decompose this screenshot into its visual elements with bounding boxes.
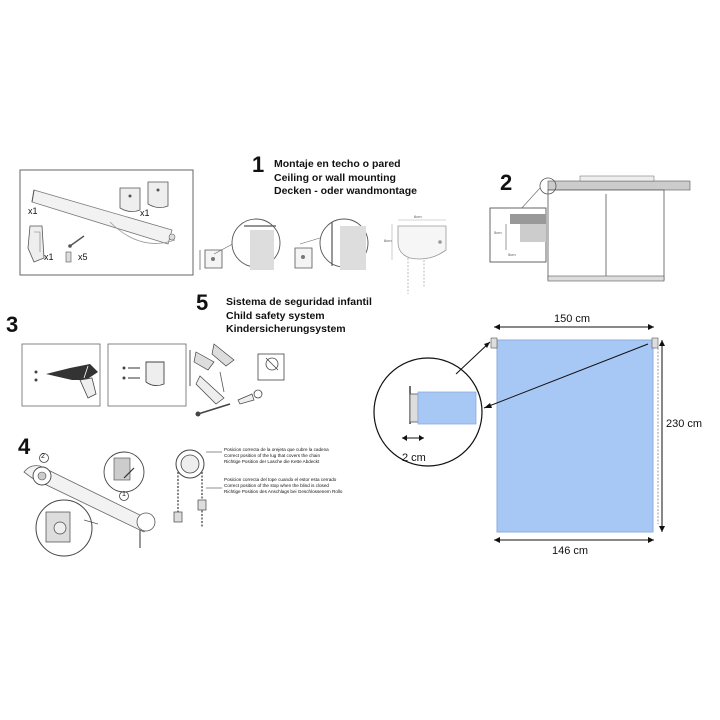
s1-label-w: 6cm bbox=[414, 214, 422, 219]
clip-part bbox=[27, 225, 45, 263]
s1-label-h: 8cm bbox=[384, 238, 392, 243]
step5-line-en: Child safety system bbox=[226, 309, 325, 322]
side-gap-label: 2 cm bbox=[402, 452, 426, 464]
step1-line-en: Ceiling or wall mounting bbox=[274, 171, 396, 184]
step5-text: Sistema de seguridad infantil Child safe… bbox=[226, 296, 372, 337]
step1-line-de: Decken - oder wandmontage bbox=[274, 185, 417, 197]
step4-marker-2: 2 bbox=[41, 453, 45, 460]
step5-line-es: Sistema de seguridad infantil bbox=[226, 296, 372, 308]
chain-note-stop: Posicion correcta del tope cuando el est… bbox=[224, 477, 342, 495]
chain-note-lug-es: Posicion correcta de la orejeta que cubr… bbox=[224, 447, 329, 452]
step2-number: 2 bbox=[500, 170, 513, 195]
bracket-qty: x1 bbox=[140, 208, 150, 218]
chain-note-lug: Posicion correcta de la orejeta que cubr… bbox=[224, 447, 329, 465]
step3-number: 3 bbox=[6, 312, 19, 337]
step5-line-de: Kindersicherungsystem bbox=[226, 323, 346, 335]
wall-mount-detail bbox=[294, 218, 369, 270]
step1-text: Montaje en techo o pared Ceiling or wall… bbox=[274, 158, 417, 199]
bracket-part bbox=[119, 181, 169, 212]
bottom-width-label: 146 cm bbox=[552, 545, 589, 557]
rail-part bbox=[31, 189, 176, 245]
screw-part bbox=[65, 235, 85, 263]
step4-illustration bbox=[23, 451, 156, 557]
chain-note-stop-en: Correct position of the stop when the bl… bbox=[224, 483, 329, 488]
step4-number: 4 bbox=[18, 434, 31, 459]
chain-note-stop-es: Posicion correcta del tope cuando el est… bbox=[224, 477, 337, 482]
top-width-label: 150 cm bbox=[554, 313, 591, 325]
chain-note-lug-de: Richtige Position der Lasche die Kette A… bbox=[224, 459, 320, 464]
step1-number: 1 bbox=[252, 152, 265, 177]
ceiling-mount-detail bbox=[199, 218, 281, 270]
clip-qty: x1 bbox=[44, 252, 54, 262]
s2-label-b: 5cm bbox=[508, 252, 516, 257]
step5-illustration bbox=[189, 343, 285, 417]
screw-qty: x5 bbox=[78, 252, 88, 262]
step2-illustration bbox=[489, 175, 691, 282]
chain-note-stop-de: Richtige Position des Anschlags bei Gesc… bbox=[224, 489, 343, 494]
clearance-detail bbox=[391, 219, 447, 294]
s2-label-a: 5cm bbox=[494, 230, 502, 235]
step3-illustration bbox=[21, 343, 187, 407]
height-label: 230 cm bbox=[666, 418, 703, 430]
chain-detail bbox=[173, 449, 222, 528]
chain-note-lug-en: Correct position of the lug that covers … bbox=[224, 453, 321, 458]
rail-qty: x1 bbox=[28, 206, 38, 216]
step4-marker-1: 1 bbox=[122, 491, 126, 498]
step5-number: 5 bbox=[196, 290, 209, 315]
blind-panel bbox=[496, 339, 654, 533]
step1-line-es: Montaje en techo o pared bbox=[274, 158, 401, 170]
blind-diagram bbox=[373, 324, 665, 543]
